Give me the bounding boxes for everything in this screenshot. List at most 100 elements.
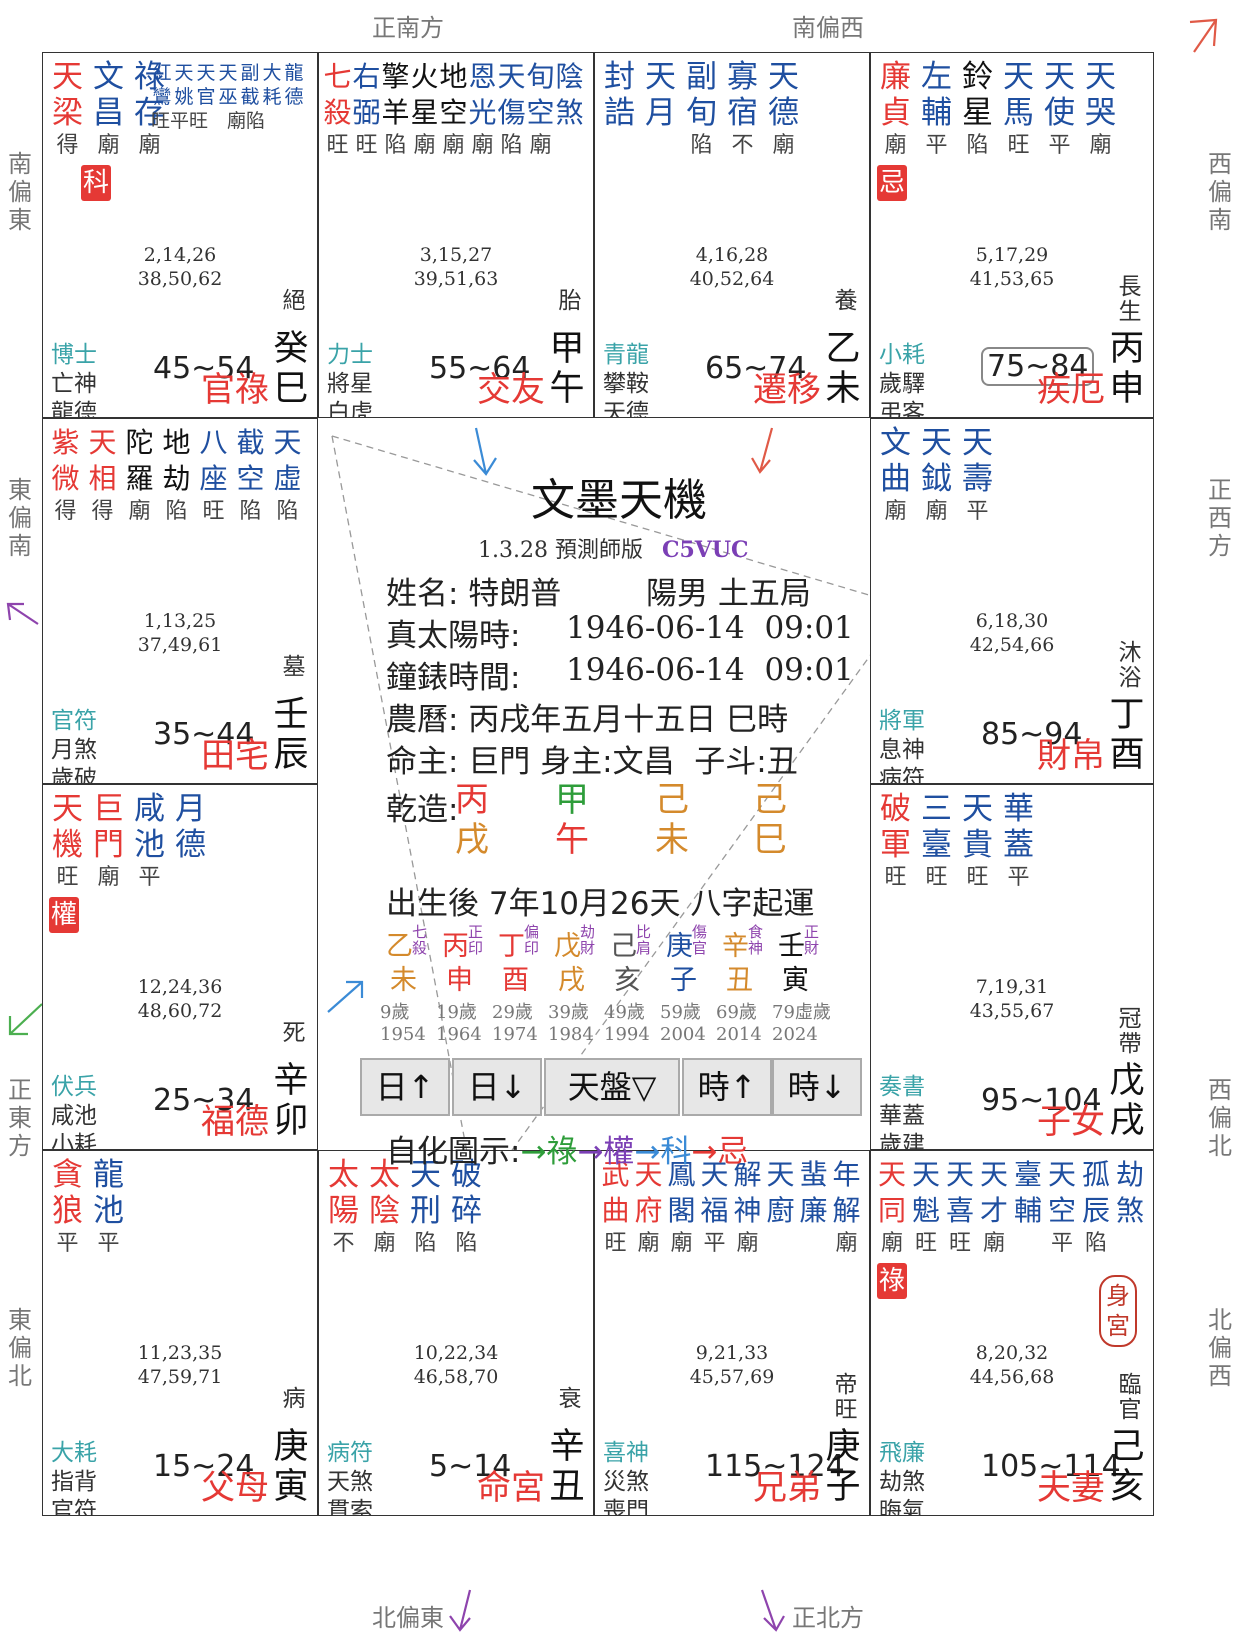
god-list: 病符天煞貫索: [327, 1440, 373, 1516]
star: 劫煞: [1115, 1158, 1144, 1227]
star: 天德: [768, 59, 799, 131]
star-list: 天梁文昌祿存: [47, 59, 170, 131]
star: 寡宿: [727, 59, 758, 131]
nav-button[interactable]: 時↑: [682, 1058, 772, 1116]
star: 天同: [877, 1158, 906, 1227]
arrow-icon: [8, 1003, 43, 1036]
palace-name: 父母: [201, 1468, 269, 1508]
nav-button[interactable]: 天盤▽: [544, 1058, 680, 1116]
life-stage: 冠帶: [1118, 1006, 1142, 1057]
center-panel: 文墨天機 1.3.28 預測師版 C5VUC 姓名: 特朗普陽男 土五局 真太陽…: [330, 436, 908, 1202]
star: 鳳閣: [667, 1158, 696, 1227]
star: 蜚廉: [799, 1158, 828, 1227]
register-code: C5VUC: [661, 537, 749, 563]
star: 天空: [1047, 1158, 1076, 1227]
star: 天相: [88, 426, 117, 495]
star: 天壽: [962, 425, 993, 497]
nav-button[interactable]: 日↑: [360, 1058, 450, 1116]
decade-range: 15~24: [153, 1449, 255, 1484]
brightness-row: 陷不廟: [690, 133, 795, 158]
life-stage: 絕: [282, 288, 306, 314]
palace-name: 福德: [201, 1102, 269, 1142]
star: 天喜: [945, 1158, 974, 1227]
version-label: 1.3.28 預測師版: [478, 538, 643, 563]
palace-ganzhi: 甲午: [549, 329, 585, 409]
star: 太陽: [328, 1157, 359, 1229]
decade-range: 85~94: [981, 717, 1083, 752]
life-stage: 帝旺: [834, 1372, 858, 1423]
star-list: 廉貞左輔鈴星天馬天使天哭: [875, 59, 1121, 131]
qianzao-label: 乾造:: [386, 792, 459, 828]
brightness-row: 平平: [56, 1231, 120, 1256]
star: 武曲: [601, 1158, 630, 1227]
star: 封誥: [604, 59, 635, 131]
star: 廉貞: [880, 59, 911, 131]
decade-range: 5~14: [429, 1449, 512, 1484]
star: 天魁: [911, 1158, 940, 1227]
god-list: 喜神災煞喪門: [603, 1440, 649, 1516]
star-list: 太陽太陰天刑破碎: [323, 1157, 487, 1229]
direction-label: 正北方: [792, 1604, 864, 1632]
star: 天才: [979, 1158, 1008, 1227]
sihua-badge: 權: [49, 897, 79, 933]
star: 右弼: [352, 60, 381, 129]
star: 副旬: [686, 59, 717, 131]
palace-name: 兄弟: [753, 1468, 821, 1508]
direction-label: 西偏南: [1208, 150, 1232, 234]
star-list: 天機巨門咸池月德: [47, 791, 211, 863]
bazi-pillar: 己未: [655, 780, 689, 860]
sihua-badge: 科: [81, 165, 111, 201]
star: 旬空: [526, 60, 555, 129]
clock-time-value: 1946-06-14 09:01: [566, 652, 854, 688]
qiyun-line: 出生後 7年10月26天 八字起運: [386, 886, 815, 922]
direction-label: 正南方: [372, 14, 444, 42]
decade-range: 75~84: [981, 347, 1095, 386]
star: 擎羊: [381, 60, 410, 129]
decade-range: 115~124: [705, 1449, 845, 1484]
god-list: 奏書華蓋歲建: [879, 1074, 925, 1150]
palace-ganzhi: 丙申: [1109, 329, 1145, 409]
solar-time-label: 真太陽時:: [386, 618, 521, 654]
star-list: 天同天魁天喜天才臺輔天空孤辰劫煞: [875, 1157, 1147, 1229]
star-list: 七殺右弼擎羊火星地空恩光天傷旬空陰煞: [323, 59, 584, 131]
star: 七殺: [323, 60, 352, 129]
sihua-badge: 忌: [877, 165, 907, 201]
star: 天月: [645, 59, 676, 131]
legend-item: →祿: [520, 1134, 578, 1170]
name-line: 姓名: 特朗普 陽男 土五局: [386, 568, 811, 613]
brightness-row: 廟平陷旺平廟: [884, 133, 1112, 158]
god-list: 官符月煞歲破: [51, 708, 97, 784]
arrow-icon: [473, 427, 497, 476]
name-field: 姓名: 特朗普: [386, 576, 562, 612]
palace-name: 夫妻: [1037, 1468, 1105, 1508]
direction-label: 北偏西: [1208, 1306, 1232, 1390]
dashed-line: [331, 435, 477, 1201]
palace-name: 遷移: [753, 370, 821, 410]
nav-button[interactable]: 日↓: [452, 1058, 542, 1116]
palace-name: 命宮: [477, 1468, 545, 1508]
legend-line: 自化圖示:→祿→權→科→忌: [386, 1126, 748, 1171]
arrow-icon: [751, 427, 774, 474]
nav-button[interactable]: 時↓: [772, 1058, 862, 1116]
gender-field: 陽男 土五局: [646, 576, 811, 612]
star: 咸池: [134, 791, 165, 863]
star: 祿存: [134, 59, 165, 131]
palace-name: 官祿: [201, 370, 269, 410]
bazi-pillar: 丙戌: [455, 780, 489, 860]
brightness-row: 不廟陷陷: [332, 1231, 478, 1256]
palace-ganzhi: 壬辰: [273, 695, 309, 775]
